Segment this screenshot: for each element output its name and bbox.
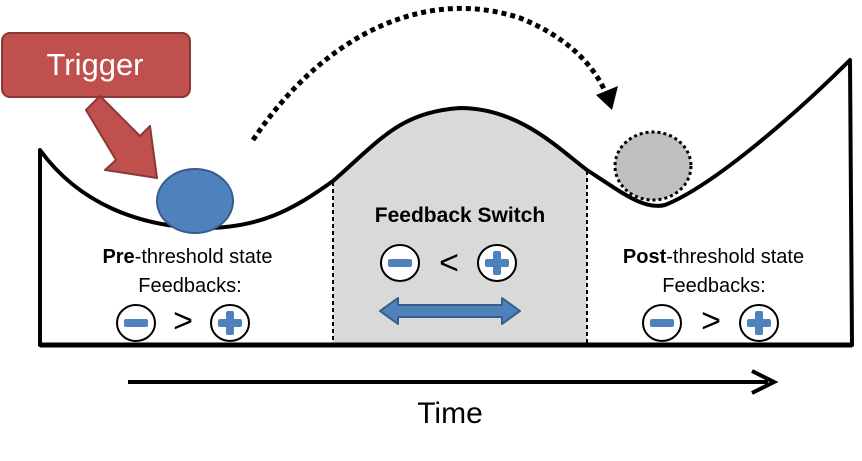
pre-comparison-symbol: > (173, 302, 193, 340)
switch-minus-circle-icon (380, 244, 420, 282)
trigger-label: Trigger (46, 47, 144, 82)
pre-plus-circle-icon (210, 304, 250, 342)
pre-minus-circle-icon (116, 304, 156, 342)
double-headed-arrow-icon (379, 297, 521, 325)
switch-plus-circle-icon (477, 244, 517, 282)
post-feedbacks-label: Feedbacks: (662, 275, 766, 297)
time-axis-label: Time (417, 397, 483, 430)
post-minus-circle-icon (642, 304, 682, 342)
post-state-title-bold: Post (622, 246, 667, 268)
system-state-ball (156, 168, 234, 234)
pre-state-title-rest: -threshold state (134, 246, 273, 268)
post-state-title-rest: -threshold state (666, 246, 805, 268)
time-arrow-icon (751, 369, 779, 395)
trigger-arrow-icon (85, 95, 158, 179)
feedback-switch-region (333, 108, 587, 345)
post-plus-circle-icon (739, 304, 779, 342)
feedback-switch-title: Feedback Switch (374, 204, 546, 227)
post-state-title: Post-threshold state (596, 245, 831, 269)
trigger-box (1, 32, 191, 98)
pre-state-title-bold: Pre (102, 246, 135, 268)
dotted-jump-arrowhead (596, 86, 618, 110)
post-comparison-symbol: > (701, 302, 721, 340)
future-state-ball (613, 130, 693, 202)
dotted-jump-arrow-icon (250, 5, 613, 142)
pre-state-title: Pre-threshold state (70, 245, 305, 269)
switch-comparison-symbol: < (439, 244, 459, 282)
pre-feedbacks-label: Feedbacks: (138, 275, 242, 297)
